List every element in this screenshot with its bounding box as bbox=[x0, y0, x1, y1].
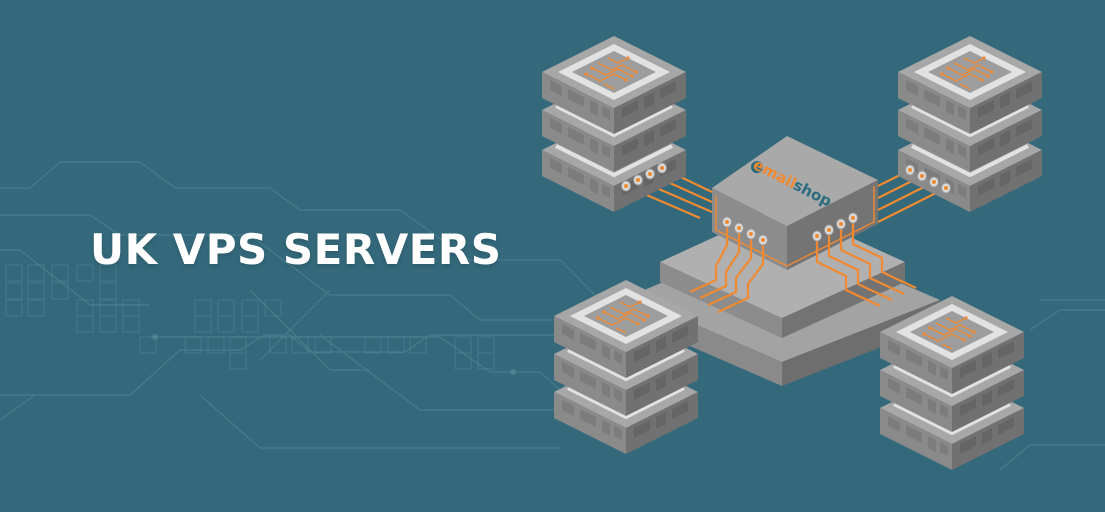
network-cables bbox=[625, 167, 947, 313]
server-stack-top-left bbox=[542, 36, 686, 212]
server-stack-top-right bbox=[898, 36, 1042, 212]
server-stack-bottom-left bbox=[554, 280, 698, 454]
page-title: UK VPS SERVERS bbox=[90, 225, 502, 274]
server-stack-bottom-right bbox=[880, 296, 1024, 470]
